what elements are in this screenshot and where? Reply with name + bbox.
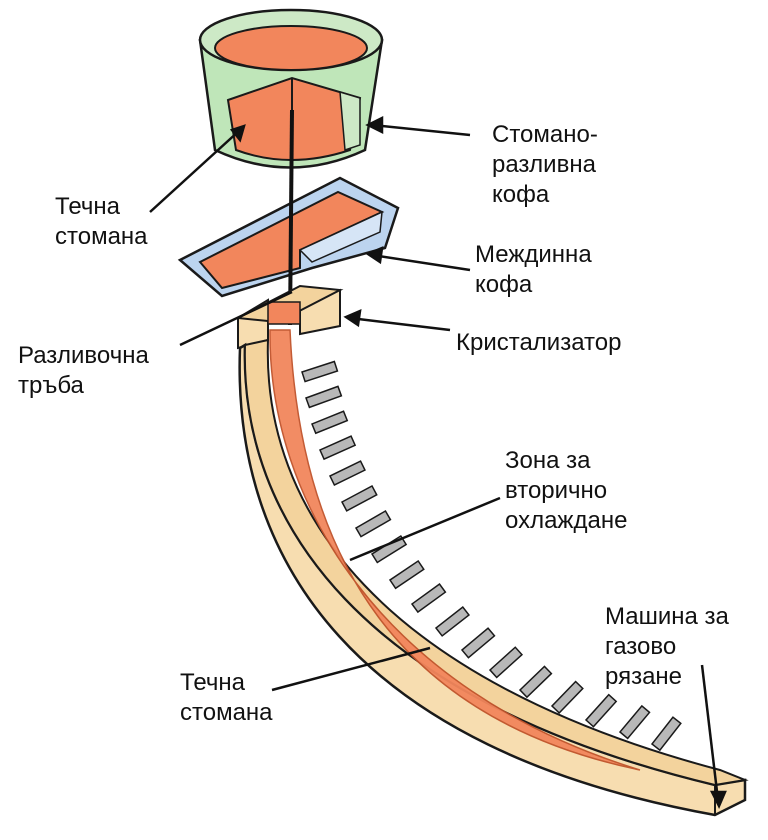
ladle-label: Стомано- разливна кофа	[492, 121, 605, 208]
roller	[320, 436, 355, 459]
liquid-steel-top-pointer	[150, 130, 240, 212]
secondary-cooling-label: Зона за вторично охлаждане	[505, 447, 627, 534]
roller	[552, 682, 583, 713]
ladle-pointer	[372, 125, 470, 135]
roller	[342, 486, 377, 511]
mold-label: Кристализатор	[456, 329, 621, 356]
mold-pointer	[350, 318, 450, 330]
tundish-pointer	[372, 255, 470, 270]
roller	[586, 695, 616, 727]
roller	[620, 706, 650, 738]
roller	[390, 561, 424, 588]
ladle-steel-surface	[215, 26, 367, 70]
gas-cutting-label: Машина за газово рязане	[605, 603, 736, 690]
roller	[302, 361, 337, 381]
roller	[356, 511, 390, 537]
mold-opening	[268, 302, 300, 324]
tundish-label: Междинна кофа	[475, 241, 598, 298]
strand-body	[240, 345, 745, 815]
liquid-steel-top-label: Течна стомана	[55, 193, 148, 250]
roller	[462, 628, 494, 658]
strand	[240, 330, 745, 815]
roller	[436, 607, 469, 636]
shroud-label: Разливочна тръба	[18, 342, 156, 399]
roller	[330, 461, 365, 485]
mold-arrowhead	[346, 311, 360, 325]
liquid-steel-bottom-label: Течна стомана	[180, 669, 273, 726]
roller	[490, 647, 522, 677]
roller	[652, 717, 681, 750]
roller	[412, 584, 445, 612]
roller	[312, 411, 347, 433]
roller	[520, 666, 551, 697]
roller	[306, 386, 341, 407]
